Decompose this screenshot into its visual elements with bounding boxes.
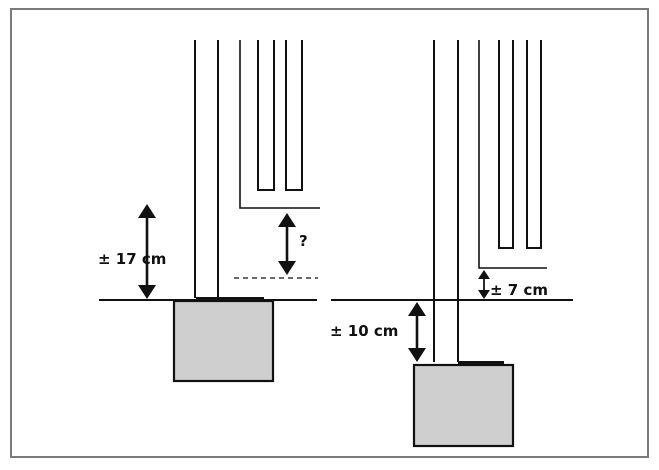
- left-radiator-tube-2: [285, 40, 303, 191]
- right-lower-arrow-up: [408, 302, 426, 316]
- right-radiator-tube-1: [498, 40, 514, 249]
- right-upper-arrow-up: [478, 270, 490, 279]
- right-radiator-tube-2: [526, 40, 542, 249]
- right-upper-arrow-down: [478, 290, 490, 299]
- left-main-arrow-down: [138, 285, 156, 299]
- left-diagram: ± 17 cm ?: [98, 40, 320, 383]
- left-radiator-tube-1: [257, 40, 275, 191]
- left-unknown-arrow-up: [278, 213, 296, 227]
- left-main-arrow-up: [138, 204, 156, 218]
- right-base-plate: [458, 361, 504, 365]
- left-dimension-label: ± 17 cm: [98, 250, 166, 268]
- right-lower-dimension-label: ± 10 cm: [330, 322, 398, 340]
- frame-border: [10, 8, 649, 458]
- right-radiator-outline: [478, 40, 547, 269]
- right-diagram: ± 7 cm ± 10 cm: [330, 40, 573, 448]
- right-base-block: [412, 363, 515, 448]
- left-base-plate: [196, 297, 264, 301]
- left-base-block: [172, 299, 275, 383]
- right-upper-dimension-label: ± 7 cm: [490, 281, 548, 299]
- left-unknown-arrow-down: [278, 261, 296, 275]
- left-radiator-outline: [239, 40, 320, 209]
- right-lower-arrow-down: [408, 348, 426, 362]
- left-unknown-label: ?: [299, 232, 308, 250]
